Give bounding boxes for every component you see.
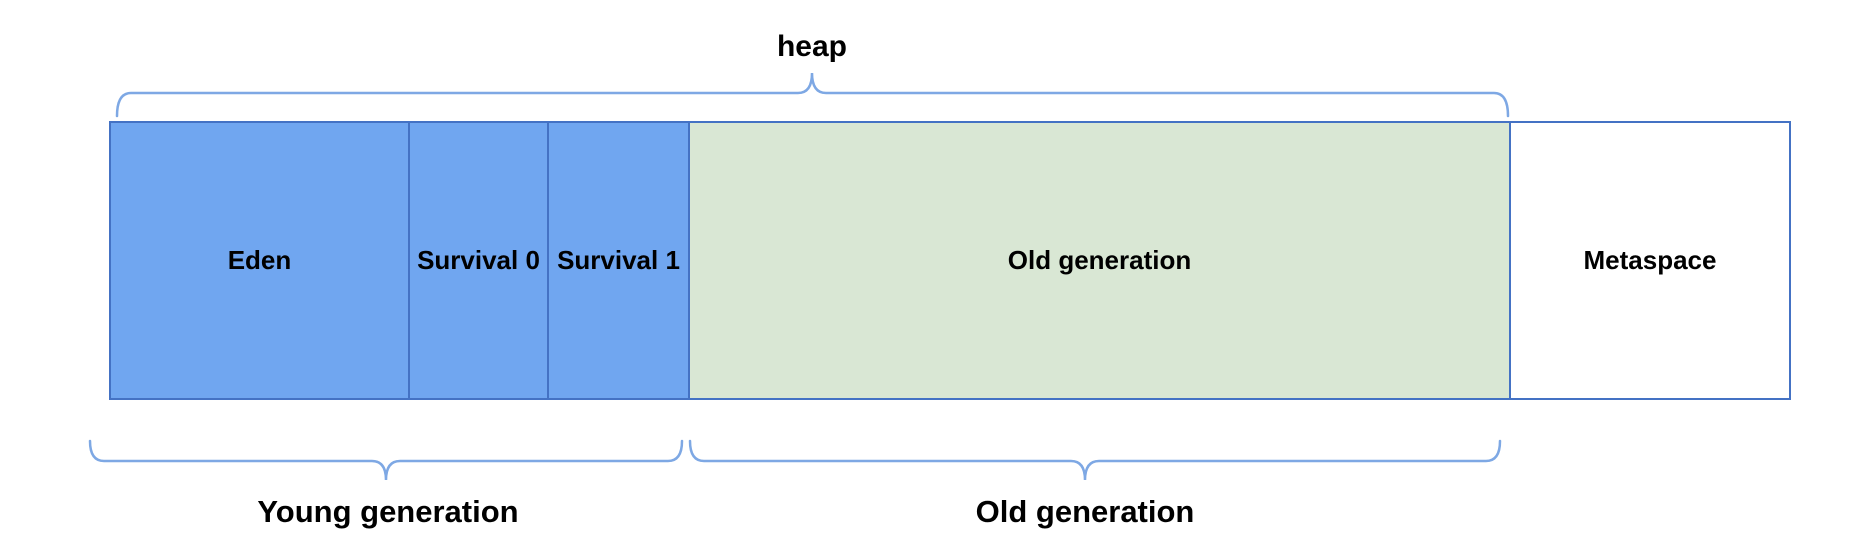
heap-brace xyxy=(115,72,1510,118)
old-generation-group-label: Old generation xyxy=(975,494,1195,529)
young-generation-brace xyxy=(88,439,684,481)
young-generation-group-label: Young generation xyxy=(257,494,519,529)
box-old-generation-label: Old generation xyxy=(1007,245,1192,275)
box-metaspace: Metaspace xyxy=(1509,121,1791,400)
box-survival-1: Survival 1 xyxy=(547,121,690,400)
box-eden: Eden xyxy=(109,121,410,400)
box-survival-0-label: Survival 0 xyxy=(417,245,540,275)
old-generation-brace xyxy=(688,439,1502,481)
heap-label: heap xyxy=(776,30,848,63)
box-eden-label: Eden xyxy=(227,245,292,275)
box-old-generation: Old generation xyxy=(688,121,1511,400)
box-survival-0: Survival 0 xyxy=(408,121,549,400)
box-survival-1-label: Survival 1 xyxy=(557,245,680,275)
box-metaspace-label: Metaspace xyxy=(1583,245,1717,275)
